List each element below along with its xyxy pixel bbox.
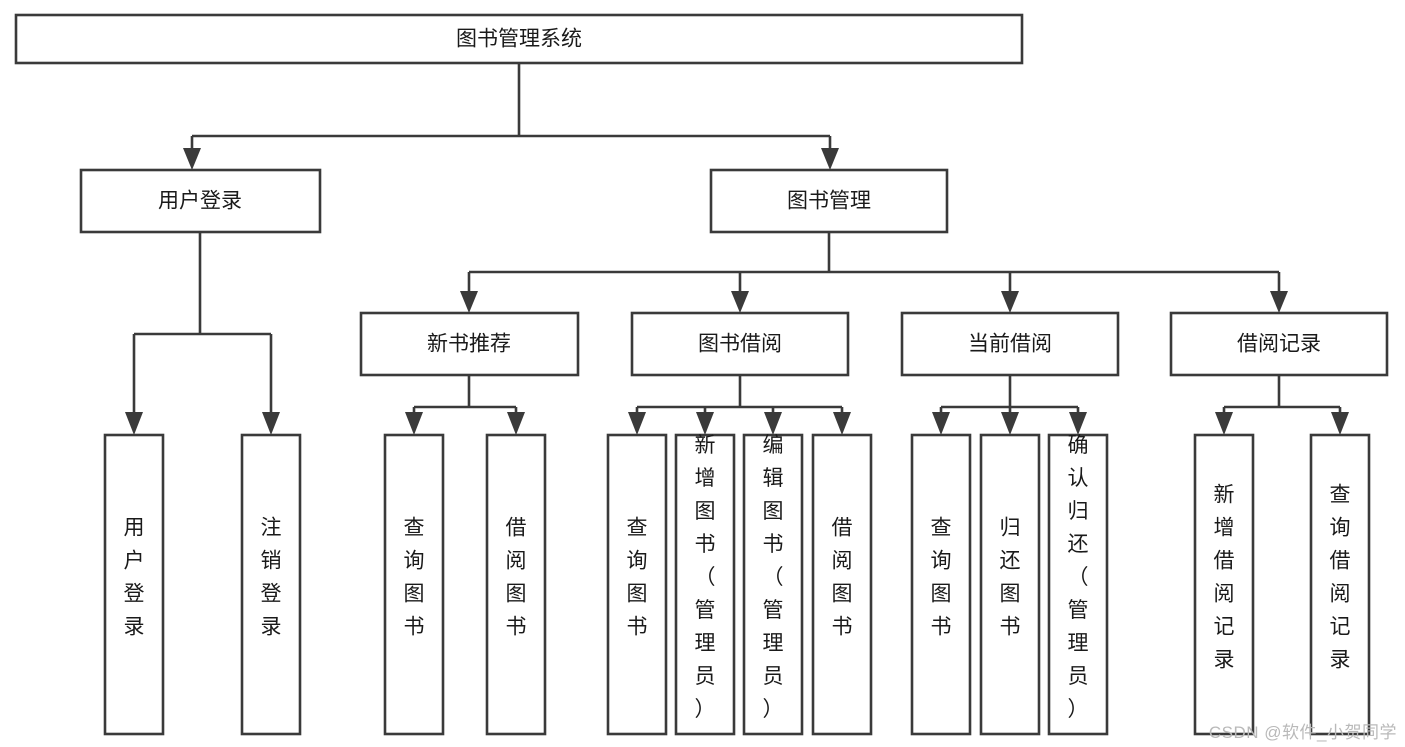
csdn-watermark: CSDN @软件_小贺同学	[1208, 723, 1397, 742]
arrow-nbr-l1	[405, 412, 423, 435]
leaf-box[interactable]	[485, 433, 547, 736]
arrow-bookmgmt-c4	[1270, 291, 1288, 313]
leaf-box[interactable]	[240, 433, 302, 736]
leaf-borrow-record-1[interactable]: 新增借阅记录	[1193, 433, 1255, 736]
root-label: 图书管理系统	[456, 28, 582, 51]
borrow-record-box[interactable]	[1169, 311, 1389, 377]
book-borrow-box[interactable]	[630, 311, 850, 377]
leaf-book-borrow-3[interactable]: 编辑图书（管理员）	[742, 433, 804, 736]
node-user-login[interactable]: 用户登录	[79, 168, 322, 234]
arrow-nbr-l2	[507, 412, 525, 435]
leaf-box[interactable]	[606, 433, 668, 736]
node-borrow-record[interactable]: 借阅记录	[1169, 311, 1389, 377]
leaf-borrow-record-2[interactable]: 查询借阅记录	[1309, 433, 1371, 736]
root-box[interactable]	[14, 13, 1024, 65]
arrow-bookmgmt-c3	[1001, 291, 1019, 313]
node-book-management[interactable]: 图书管理	[709, 168, 949, 234]
leaf-label: 注销登录	[261, 517, 282, 639]
node-new-book-recommend[interactable]: 新书推荐	[359, 311, 580, 377]
leaf-label: 新增图书（管理员）	[695, 434, 716, 721]
leaf-new-book-recommend-2[interactable]: 借阅图书	[485, 433, 547, 736]
arrow-bb-l3	[764, 412, 782, 435]
leaf-label: 查询图书	[931, 517, 952, 639]
leaf-label: 查询图书	[404, 517, 425, 639]
current-borrow-box[interactable]	[900, 311, 1120, 377]
leaf-label: 借阅图书	[832, 517, 853, 639]
leaf-label: 编辑图书（管理员）	[763, 434, 784, 721]
leaf-current-borrow-1[interactable]: 查询图书	[910, 433, 972, 736]
arrow-root-to-book	[821, 148, 839, 170]
leaf-box[interactable]	[674, 433, 736, 736]
arrow-userlogin-leaf1	[125, 412, 143, 435]
node-current-borrow[interactable]: 当前借阅	[900, 311, 1120, 377]
leaf-label: 用户登录	[124, 517, 145, 639]
arrow-bookmgmt-c1	[460, 291, 478, 313]
arrow-br-l1	[1215, 412, 1233, 435]
leaf-label: 借阅图书	[506, 517, 527, 639]
borrow-record-label: 借阅记录	[1237, 333, 1321, 356]
leaf-box[interactable]	[1309, 433, 1371, 736]
current-borrow-label: 当前借阅	[968, 333, 1052, 356]
leaf-box[interactable]	[1047, 433, 1109, 736]
leaf-label: 确认归还（管理员）	[1068, 434, 1089, 721]
book-management-label: 图书管理	[787, 190, 871, 213]
arrow-bb-l2	[696, 412, 714, 435]
leaf-box[interactable]	[103, 433, 165, 736]
book-borrow-label: 图书借阅	[698, 333, 782, 356]
node-root[interactable]: 图书管理系统	[14, 13, 1024, 65]
leaf-box[interactable]	[383, 433, 445, 736]
leaf-new-book-recommend-1[interactable]: 查询图书	[383, 433, 445, 736]
leaf-label: 查询借阅记录	[1330, 484, 1351, 672]
new-book-recommend-box[interactable]	[359, 311, 580, 377]
leaf-book-borrow-1[interactable]: 查询图书	[606, 433, 668, 736]
leaf-current-borrow-2[interactable]: 归还图书	[979, 433, 1041, 736]
node-book-borrow[interactable]: 图书借阅	[630, 311, 850, 377]
new-book-recommend-label: 新书推荐	[427, 333, 511, 356]
leaf-box[interactable]	[1193, 433, 1255, 736]
leaf-current-borrow-3[interactable]: 确认归还（管理员）	[1047, 433, 1109, 736]
leaf-box[interactable]	[742, 433, 804, 736]
arrow-cb-l1	[932, 412, 950, 435]
leaf-box[interactable]	[979, 433, 1041, 736]
arrow-br-l2	[1331, 412, 1349, 435]
leaf-user-login-2[interactable]: 注销登录	[240, 433, 302, 736]
leaf-book-borrow-4[interactable]: 借阅图书	[811, 433, 873, 736]
leaf-box[interactable]	[811, 433, 873, 736]
leaf-label: 归还图书	[1000, 517, 1021, 639]
leaf-label: 新增借阅记录	[1214, 484, 1235, 672]
arrow-userlogin-leaf2	[262, 412, 280, 435]
leaf-user-login-1[interactable]: 用户登录	[103, 433, 165, 736]
leaf-box[interactable]	[910, 433, 972, 736]
arrow-bb-l4	[833, 412, 851, 435]
arrow-bb-l1	[628, 412, 646, 435]
arrow-cb-l3	[1069, 412, 1087, 435]
arrow-root-to-user	[183, 148, 201, 170]
arrow-cb-l2	[1001, 412, 1019, 435]
user-login-label: 用户登录	[158, 190, 242, 213]
leaf-book-borrow-2[interactable]: 新增图书（管理员）	[674, 433, 736, 736]
book-management-box[interactable]	[709, 168, 949, 234]
arrow-bookmgmt-c2	[731, 291, 749, 313]
leaf-label: 查询图书	[627, 517, 648, 639]
